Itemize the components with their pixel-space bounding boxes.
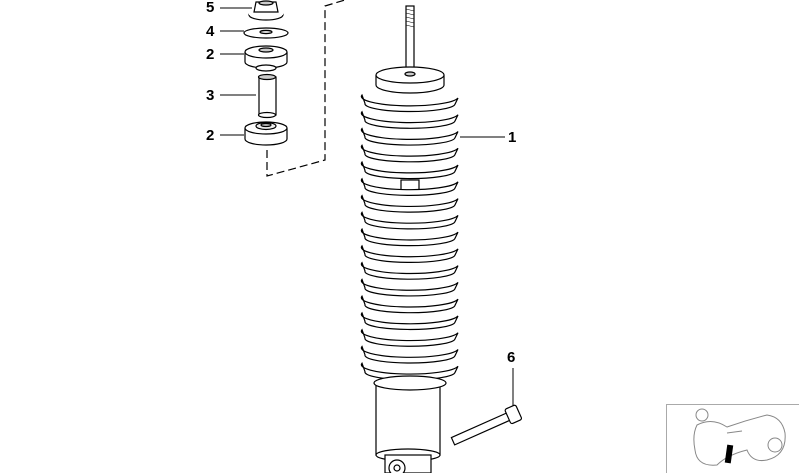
spring-coil bbox=[360, 211, 459, 230]
shock-body bbox=[375, 382, 441, 473]
location-marker bbox=[724, 444, 734, 464]
spring-coil bbox=[360, 144, 459, 163]
callout-3: 3 bbox=[206, 87, 215, 104]
spring-lower-seat bbox=[373, 375, 447, 391]
part-washer bbox=[243, 27, 289, 39]
spring-coil bbox=[360, 261, 459, 280]
part-bolt bbox=[450, 404, 523, 446]
spring-coil bbox=[360, 110, 459, 129]
spring-coil bbox=[360, 160, 459, 180]
callout-2-lower: 2 bbox=[206, 127, 215, 144]
motorcycle-icon bbox=[693, 408, 786, 466]
spring-coil bbox=[360, 194, 459, 213]
spring-coil bbox=[360, 278, 459, 297]
vehicle-location-thumbnail[interactable] bbox=[666, 404, 799, 473]
spring-coil bbox=[360, 328, 459, 347]
coil-spring bbox=[360, 93, 459, 391]
spring-coil bbox=[360, 227, 459, 247]
callout-6: 6 bbox=[507, 349, 516, 366]
spring-coil bbox=[360, 93, 459, 113]
callout-1: 1 bbox=[508, 129, 517, 146]
spring-coil bbox=[360, 294, 459, 314]
part-nut bbox=[248, 0, 284, 21]
callout-4: 4 bbox=[206, 23, 215, 40]
spring-coil bbox=[360, 244, 459, 263]
spring-coil bbox=[360, 127, 459, 146]
spring-coil bbox=[360, 177, 459, 196]
assembly-dashed-line bbox=[266, 0, 346, 177]
leader-lines bbox=[220, 7, 514, 410]
callout-5: 5 bbox=[206, 0, 215, 16]
part-sleeve bbox=[257, 73, 277, 119]
spring-coil bbox=[360, 345, 459, 364]
part-rubber-bushing-upper bbox=[244, 45, 288, 72]
callout-2-upper: 2 bbox=[206, 46, 215, 63]
part-rubber-bushing-lower bbox=[244, 121, 288, 146]
spring-coil bbox=[360, 311, 459, 331]
spring-top-cap bbox=[375, 66, 445, 94]
